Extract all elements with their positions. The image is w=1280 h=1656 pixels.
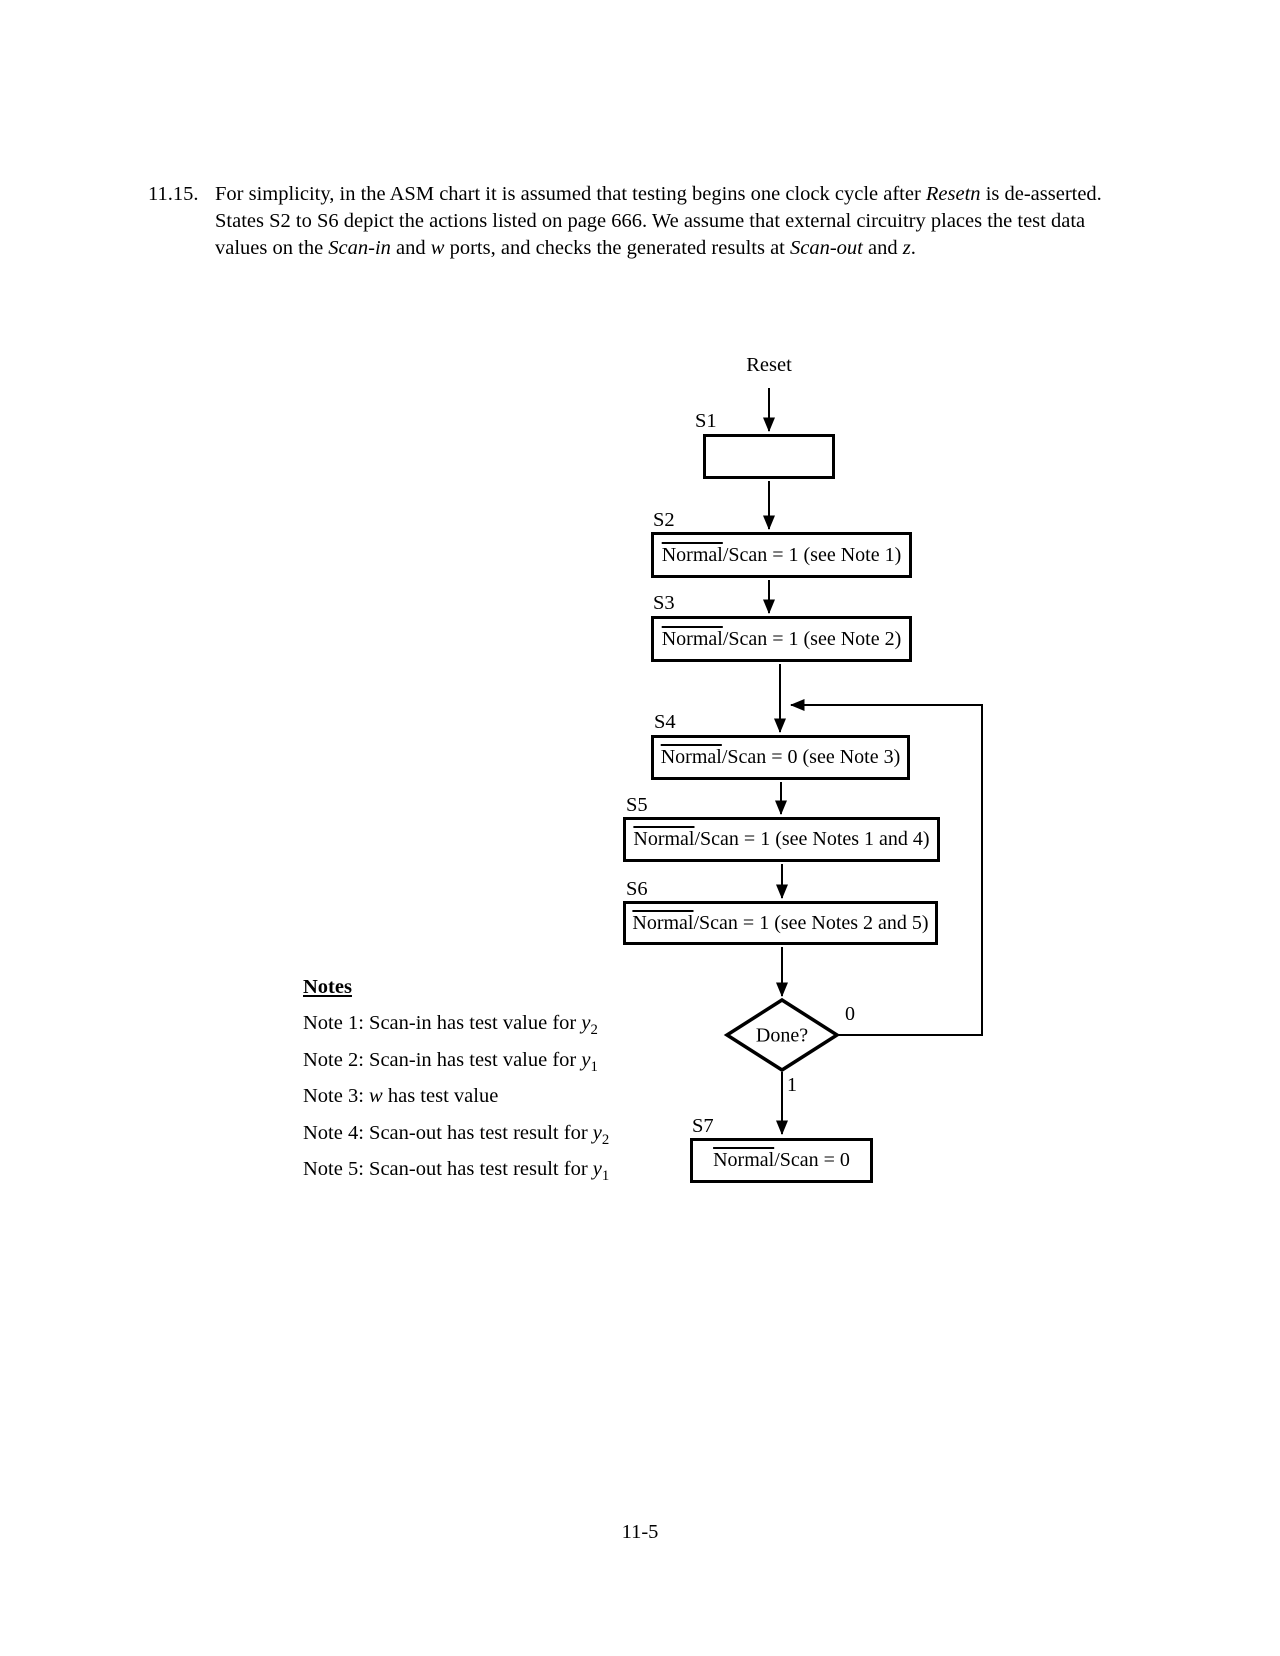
problem-number: 11.15.: [148, 183, 199, 205]
state-box-s4: Normal/Scan = 0 (see Note 3): [651, 735, 910, 780]
problem-text-run: For simplicity, in the ASM chart it is a…: [215, 183, 926, 205]
state-box-s2-signal: Normal: [661, 543, 723, 566]
problem-text-italic-run: Scan-out: [790, 237, 863, 259]
note-subscript: 1: [590, 1058, 598, 1075]
state-box-s6-text: /Scan = 1 (see Notes 2 and 5): [693, 911, 929, 934]
state-box-s5: Normal/Scan = 1 (see Notes 1 and 4): [623, 817, 940, 862]
state-label-s6: S6: [626, 878, 648, 900]
decision-label: Done?: [755, 1024, 809, 1047]
problem-text-run: States S2 to S6 depict the actions liste…: [215, 210, 1086, 232]
problem-text-run: and: [862, 237, 903, 259]
problem-text-italic-run: Resetn: [925, 183, 981, 205]
note-variable: y: [581, 1012, 591, 1034]
note-variable: y: [592, 1121, 602, 1144]
note-variable: y: [581, 1048, 591, 1071]
problem-text-run: .: [910, 237, 916, 259]
note-item-3: Note 3: w has test value: [303, 1085, 609, 1109]
page-number: 11-5: [621, 1521, 659, 1543]
note-text: Note 4: Scan-out has test result for: [303, 1121, 593, 1144]
state-label-s3: S3: [653, 592, 675, 614]
state-box-s3-text: /Scan = 1 (see Note 2): [722, 627, 902, 650]
problem-text-run: values on the: [215, 237, 329, 259]
problem-text-run: ports, and checks the generated results …: [444, 237, 790, 259]
state-box-s6: Normal/Scan = 1 (see Notes 2 and 5): [623, 901, 938, 945]
state-box-s4-text: /Scan = 0 (see Note 3): [721, 746, 901, 768]
problem-text-italic-run: w: [430, 237, 445, 259]
state-box-s3: Normal/Scan = 1 (see Note 2): [651, 616, 912, 662]
problem-text-line: States S2 to S6 depict the actions liste…: [215, 208, 1102, 235]
state-box-s3-signal: Normal: [661, 627, 723, 650]
state-box-s6-signal: Normal: [632, 911, 694, 934]
note-subscript: 1: [601, 1168, 610, 1185]
state-box-s2-text: /Scan = 1 (see Note 1): [722, 543, 902, 566]
problem-statement: 11.15. For simplicity, in the ASM chart …: [148, 181, 1102, 262]
state-box-s1: [703, 434, 835, 479]
problem-text-run: and: [390, 237, 431, 259]
state-label-s4: S4: [654, 711, 676, 733]
state-box-s4-signal: Normal: [660, 746, 722, 768]
branch-label-0: 0: [845, 1003, 855, 1025]
problem-text: For simplicity, in the ASM chart it is a…: [215, 181, 1102, 262]
state-label-s5: S5: [626, 794, 648, 816]
branch-label-1: 1: [787, 1074, 797, 1096]
note-item-5: Note 5: Scan-out has test result for y1: [303, 1158, 610, 1185]
note-text: Note 2: Scan-in has test value for: [303, 1048, 582, 1071]
state-box-s5-signal: Normal: [633, 828, 695, 850]
notes-section: Notes Note 1: Scan-in has test value for…: [303, 976, 609, 1195]
state-box-s7-signal: Normal: [713, 1149, 775, 1171]
state-box-s7-text: /Scan = 0: [774, 1149, 850, 1171]
reset-label: Reset: [746, 354, 792, 376]
notes-heading: Notes: [303, 976, 352, 998]
state-box-s5-text: /Scan = 1 (see Notes 1 and 4): [694, 828, 930, 850]
problem-text-italic-run: z: [902, 237, 911, 259]
note-variable: w: [369, 1085, 383, 1107]
state-box-s2: Normal/Scan = 1 (see Note 1): [651, 532, 912, 578]
problem-text-line: For simplicity, in the ASM chart it is a…: [215, 181, 1102, 208]
problem-text-line: values on the Scan-in and w ports, and c…: [215, 235, 1102, 262]
note-item-4: Note 4: Scan-out has test result for y2: [303, 1121, 610, 1148]
problem-text-italic-run: Scan-in: [328, 237, 391, 259]
state-label-s1: S1: [695, 410, 717, 432]
note-text: Note 1: Scan-in has test value for: [303, 1012, 582, 1034]
note-subscript: 2: [601, 1131, 610, 1148]
note-text: Note 3:: [303, 1085, 370, 1107]
note-text: has test value: [382, 1085, 499, 1107]
state-box-s7: Normal/Scan = 0: [690, 1138, 873, 1183]
note-subscript: 2: [590, 1022, 598, 1039]
note-variable: y: [592, 1158, 602, 1180]
state-label-s7: S7: [692, 1115, 714, 1137]
note-item-2: Note 2: Scan-in has test value for y1: [303, 1048, 609, 1075]
state-label-s2: S2: [653, 509, 675, 531]
note-text: Note 5: Scan-out has test result for: [303, 1158, 593, 1180]
note-item-1: Note 1: Scan-in has test value for y2: [303, 1012, 609, 1039]
problem-text-run: is de-asserted.: [980, 183, 1102, 205]
